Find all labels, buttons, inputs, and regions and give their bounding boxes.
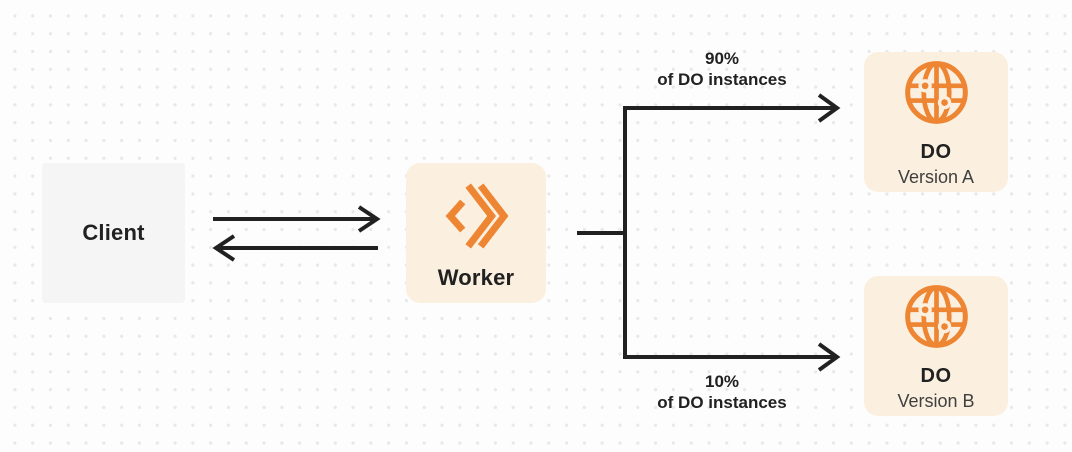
- worker-branch-connector: [577, 106, 627, 359]
- cloudflare-workers-logo-icon: [445, 183, 509, 249]
- globe-icon: [904, 284, 968, 348]
- do-version-b-node: DO Version B: [864, 276, 1008, 416]
- worker-node: Worker: [406, 163, 546, 303]
- client-to-worker-arrow: [213, 205, 381, 233]
- do-a-label: DO: [920, 140, 952, 163]
- worker-label: Worker: [437, 265, 515, 290]
- branch-to-do-a-arrow: [625, 93, 841, 123]
- do-b-sublabel: Version B: [897, 390, 975, 411]
- client-node: Client: [42, 163, 185, 303]
- do-version-a-node: DO Version A: [864, 52, 1008, 192]
- client-label: Client: [82, 220, 145, 245]
- edge-percent-b: 10%: [704, 372, 740, 391]
- branch-to-do-b-arrow: [625, 342, 841, 372]
- globe-icon: [904, 60, 968, 124]
- edge-caption-b: of DO instances: [657, 393, 787, 412]
- edge-label-90-percent: 90% of DO instances: [597, 48, 847, 90]
- worker-to-client-arrow: [212, 234, 378, 262]
- edge-percent-a: 90%: [704, 49, 740, 68]
- do-b-label: DO: [920, 364, 952, 387]
- do-a-sublabel: Version A: [897, 166, 975, 187]
- edge-label-10-percent: 10% of DO instances: [597, 371, 847, 413]
- edge-caption-a: of DO instances: [657, 70, 787, 89]
